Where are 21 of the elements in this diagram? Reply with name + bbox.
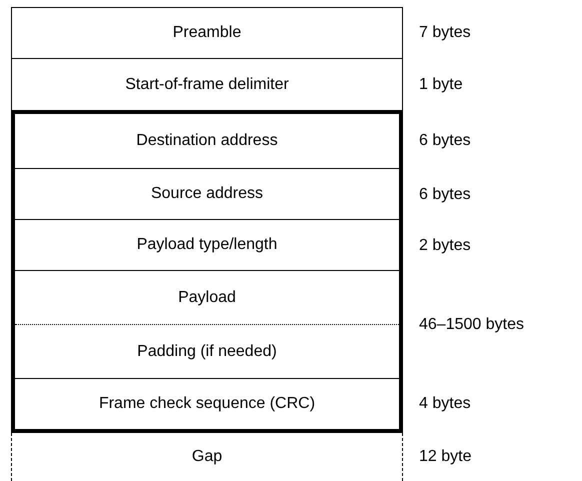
field-box xyxy=(11,58,403,111)
frame-outline-box xyxy=(11,110,403,433)
size-label: 6 bytes xyxy=(419,131,471,151)
field-name: Payload type/length xyxy=(136,235,278,255)
field-name: Source address xyxy=(150,184,264,204)
size-label: 12 byte xyxy=(419,447,472,467)
field-name: Gap xyxy=(192,447,222,467)
field-name: Frame check sequence (CRC) xyxy=(98,394,316,414)
size-label: 1 byte xyxy=(419,75,463,95)
field-name: Padding (if needed) xyxy=(137,342,277,362)
field-box xyxy=(11,433,403,481)
field-box xyxy=(11,7,403,59)
size-label: 4 bytes xyxy=(419,394,471,414)
field-name: Start-of-frame delimiter xyxy=(125,74,289,94)
size-label: 6 bytes xyxy=(419,185,471,205)
field-name: Destination address xyxy=(136,131,278,151)
size-label: 2 bytes xyxy=(419,236,471,256)
field-name: Payload xyxy=(178,288,236,308)
field-name: Preamble xyxy=(172,23,242,43)
size-label: 7 bytes xyxy=(419,23,471,43)
size-label: 46–1500 bytes xyxy=(419,315,524,335)
